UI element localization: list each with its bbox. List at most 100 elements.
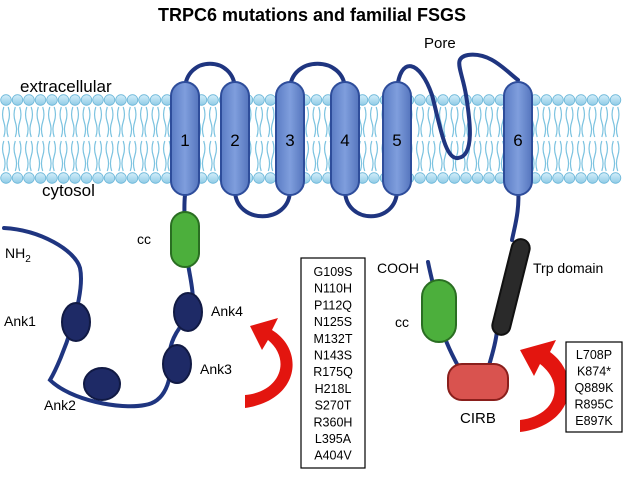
lipid-head [92, 94, 104, 106]
n-terminal-domains [61, 211, 203, 401]
lipid-tail [305, 140, 310, 172]
lipid-tail [201, 140, 206, 172]
lipid-head [57, 94, 70, 106]
lipid-head [80, 172, 93, 184]
lipid-tail [461, 106, 466, 138]
mutation-entry: L708P [576, 348, 612, 362]
lipid-tail [254, 140, 259, 172]
mutation-entry: R895C [575, 398, 614, 412]
lipid-tail [75, 106, 80, 138]
lipid-tail [105, 106, 110, 138]
helix-label: 2 [230, 131, 239, 150]
lipid-head [138, 172, 150, 184]
lipid-tail [374, 106, 379, 138]
lipid-tail [40, 106, 45, 138]
lipid-head [310, 172, 323, 184]
helix-5 [382, 81, 412, 196]
lipid-tail [47, 140, 52, 172]
ank4-label: Ank4 [211, 303, 243, 319]
lipid-tail [63, 106, 68, 138]
helix-label: 6 [513, 131, 522, 150]
ank1-label: Ank1 [4, 313, 36, 329]
lipid-tail [109, 140, 114, 172]
lipid-tail [312, 140, 317, 172]
c-mutation-arrow [520, 340, 570, 432]
lipid-head [586, 94, 599, 106]
lipid-head [598, 94, 610, 106]
lipid-tail [116, 106, 121, 138]
lipid-tail [489, 106, 494, 138]
lipid-tail [312, 106, 317, 138]
diagram-title: TRPC6 mutations and familial FSGS [158, 5, 466, 25]
lipid-head [460, 172, 472, 184]
lipid-tail [266, 106, 271, 138]
lipid-head [264, 172, 277, 184]
lipid-tail [599, 140, 604, 172]
mutation-entry: K874* [577, 365, 611, 379]
lipid-tail [259, 140, 264, 172]
lipid-tail [213, 140, 218, 172]
lipid-head [552, 172, 564, 184]
lipid-tail [86, 140, 91, 172]
helix-3 [275, 81, 305, 196]
lipid-head [586, 172, 599, 184]
lipid-tail [542, 106, 547, 138]
lipid-tail [86, 106, 91, 138]
n-mutation-box: G109SN110HP112QN125SM132TN143SR175QH218L… [300, 257, 366, 469]
lipid-head [575, 172, 587, 184]
lipid-tail [565, 140, 570, 172]
c-terminal-domains [421, 238, 531, 401]
lipid-head [103, 94, 116, 106]
lipid-tail [151, 140, 156, 172]
lipid-head [92, 172, 104, 184]
mutation-entry: L395A [315, 432, 352, 446]
lipid-tail [162, 140, 167, 172]
lipid-head [448, 94, 461, 106]
lipid-tail [369, 140, 374, 172]
mutation-entry: S270T [315, 399, 352, 413]
lipid-tail [59, 140, 64, 172]
lipid-tail [323, 140, 328, 172]
lipid-tail [558, 140, 563, 172]
mutation-entry: N110H [314, 282, 352, 296]
lipid-tail [553, 140, 558, 172]
helix-label: 4 [340, 131, 349, 150]
lipid-tail [615, 140, 620, 172]
lipid-head [69, 172, 81, 184]
lipid-tail [93, 140, 98, 172]
lipid-tail [496, 140, 501, 172]
lipid-tail [52, 140, 57, 172]
lipid-tail [70, 140, 75, 172]
lipid-tail [82, 106, 87, 138]
mutation-entry: R360H [314, 415, 353, 429]
n-mutation-arrow [245, 318, 293, 408]
lipid-tail [604, 140, 609, 172]
lipid-tail [139, 140, 144, 172]
mutation-entry: E897K [575, 414, 613, 428]
nh2-label: NH2 [5, 245, 31, 265]
lipid-head [207, 94, 219, 106]
lipid-tail [473, 140, 478, 172]
cooh-label: COOH [377, 260, 419, 276]
lipid-tail [17, 106, 22, 138]
lipid-head [34, 172, 47, 184]
lipid-tail [535, 140, 540, 172]
lipid-tail [139, 106, 144, 138]
lipid-head [46, 94, 58, 106]
lipid-tail [24, 106, 29, 138]
lipid-tail [13, 140, 18, 172]
lipid-tail [454, 140, 459, 172]
lipid-tail [144, 106, 149, 138]
lipid-tail [155, 140, 160, 172]
lipid-head [207, 172, 219, 184]
lipid-tail [576, 106, 581, 138]
lipid-tail [477, 106, 482, 138]
lipid-tail [208, 140, 213, 172]
lipid-tail [305, 106, 310, 138]
helix-label: 3 [285, 131, 294, 150]
lipid-head [483, 94, 495, 106]
lipid-tail [362, 106, 367, 138]
lipid-tail [162, 106, 167, 138]
